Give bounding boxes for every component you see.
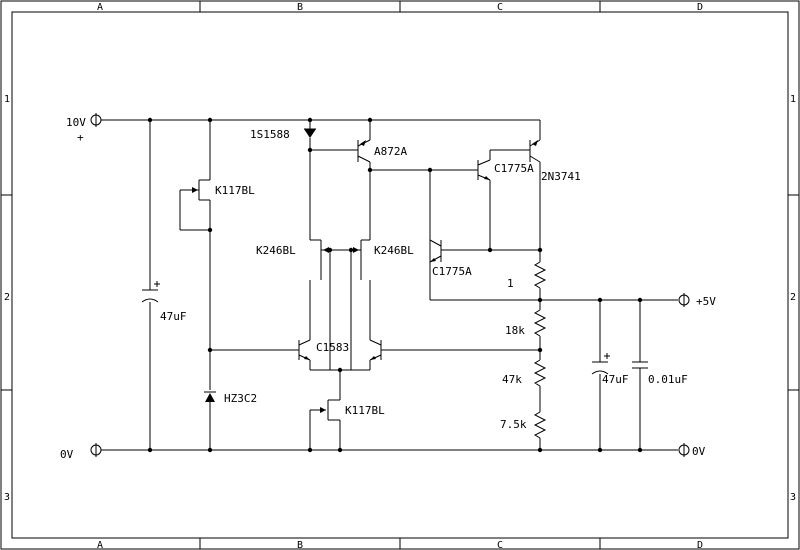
jfet-tail[interactable]: K117BL — [320, 399, 385, 421]
resistor-18k[interactable]: 18k — [505, 309, 547, 337]
jfet-pair-left[interactable]: K246BL — [256, 239, 329, 260]
junction-dot — [367, 167, 373, 173]
junction-dot — [207, 347, 213, 353]
terminal-gnd-right[interactable]: 0V — [678, 443, 706, 458]
transistor-a872a[interactable]: A872A — [357, 139, 407, 163]
jfet-pair-right[interactable]: K246BL — [353, 239, 414, 260]
resistor-7k5[interactable]: 7.5k — [500, 411, 547, 439]
transistor-pass-label: 2N3741 — [541, 170, 581, 183]
resistor-47k-label: 47k — [502, 373, 522, 386]
capacitor-film-label: 0.01uF — [648, 373, 688, 386]
wires — [101, 119, 678, 451]
junction-dot — [307, 447, 313, 453]
junction-dot — [147, 447, 153, 453]
diode-label: 1S1588 — [250, 128, 290, 141]
capacitor-out[interactable]: 47uF — [591, 353, 629, 386]
zone-col-c-top: C — [497, 2, 503, 13]
jfet-bias[interactable]: K117BL — [180, 179, 255, 201]
junction-dot — [637, 297, 643, 303]
zone-row-1-right: 1 — [790, 94, 796, 105]
transistor-driver[interactable]: C1775A — [477, 159, 534, 181]
terminal-vin[interactable]: 10V + — [66, 113, 102, 144]
zone-col-a-top: A — [97, 2, 103, 13]
resistor-7k5-label: 7.5k — [500, 418, 527, 431]
gnd-right-label: 0V — [692, 445, 706, 458]
resistor-sense-label: 1 — [507, 277, 514, 290]
junction-dot — [537, 297, 543, 303]
junction-dot — [597, 447, 603, 453]
junction-dot — [427, 167, 433, 173]
junction-dot — [207, 117, 213, 123]
zone-col-d-bottom: D — [697, 540, 703, 550]
zone-row-3-left: 3 — [4, 492, 10, 503]
jfet-tail-label: K117BL — [345, 404, 385, 417]
transistor-limiter-label: C1775A — [432, 265, 472, 278]
capacitor-out-label: 47uF — [602, 373, 629, 386]
junction-dot — [207, 227, 213, 233]
zone-col-b-top: B — [297, 2, 303, 13]
junction-dot — [487, 247, 493, 253]
transistor-c1583[interactable]: C1583 — [298, 339, 382, 361]
junction-dot — [307, 147, 313, 153]
terminal-vout[interactable]: +5V — [678, 293, 716, 308]
capacitor-left[interactable]: 47uF — [141, 281, 187, 323]
junction-dot — [348, 247, 354, 253]
vin-polarity-label: + — [77, 131, 84, 144]
junction-dot — [147, 117, 153, 123]
capacitor-film[interactable]: 0.01uF — [632, 361, 688, 386]
junction-dot — [337, 367, 343, 373]
zone-row-2-left: 2 — [4, 292, 10, 303]
junction-dot — [597, 297, 603, 303]
terminal-gnd-left[interactable]: 0V — [60, 443, 102, 461]
junction-dot — [207, 447, 213, 453]
vin-label: 10V — [66, 116, 86, 129]
gnd-left-label: 0V — [60, 448, 74, 461]
zone-col-b-bottom: B — [297, 540, 303, 550]
junctions — [147, 117, 643, 453]
junction-dot — [537, 347, 543, 353]
zone-row-1-left: 1 — [4, 94, 10, 105]
junction-dot — [637, 447, 643, 453]
zener-label: HZ3C2 — [224, 392, 257, 405]
zone-labels: A B C D A B C D 1 2 3 1 2 3 — [4, 2, 796, 550]
resistor-18k-label: 18k — [505, 324, 525, 337]
transistor-a872a-label: A872A — [374, 145, 407, 158]
jfet-pair-left-label: K246BL — [256, 244, 296, 257]
junction-dot — [537, 247, 543, 253]
junction-dot — [307, 117, 313, 123]
resistor-sense[interactable]: 1 — [507, 261, 547, 290]
zone-col-a-bottom: A — [97, 540, 103, 550]
diode-1s1588[interactable]: 1S1588 — [250, 128, 316, 141]
transistor-driver-label: C1775A — [494, 162, 534, 175]
jfet-pair-right-label: K246BL — [374, 244, 414, 257]
zone-row-3-right: 3 — [790, 492, 796, 503]
resistor-47k[interactable]: 47k — [502, 359, 547, 387]
zener-diode[interactable]: HZ3C2 — [204, 391, 257, 405]
transistor-c1583-label: C1583 — [316, 341, 349, 354]
zone-col-c-bottom: C — [497, 540, 503, 550]
vout-label: +5V — [696, 295, 716, 308]
transistor-pass[interactable]: 2N3741 — [529, 139, 581, 183]
jfet-bias-label: K117BL — [215, 184, 255, 197]
capacitor-left-label: 47uF — [160, 310, 187, 323]
zone-row-2-right: 2 — [790, 292, 796, 303]
junction-dot — [367, 117, 373, 123]
junction-dot — [537, 447, 543, 453]
transistor-limiter[interactable]: C1775A — [429, 239, 472, 278]
junction-dot — [337, 447, 343, 453]
zone-col-d-top: D — [697, 2, 703, 13]
